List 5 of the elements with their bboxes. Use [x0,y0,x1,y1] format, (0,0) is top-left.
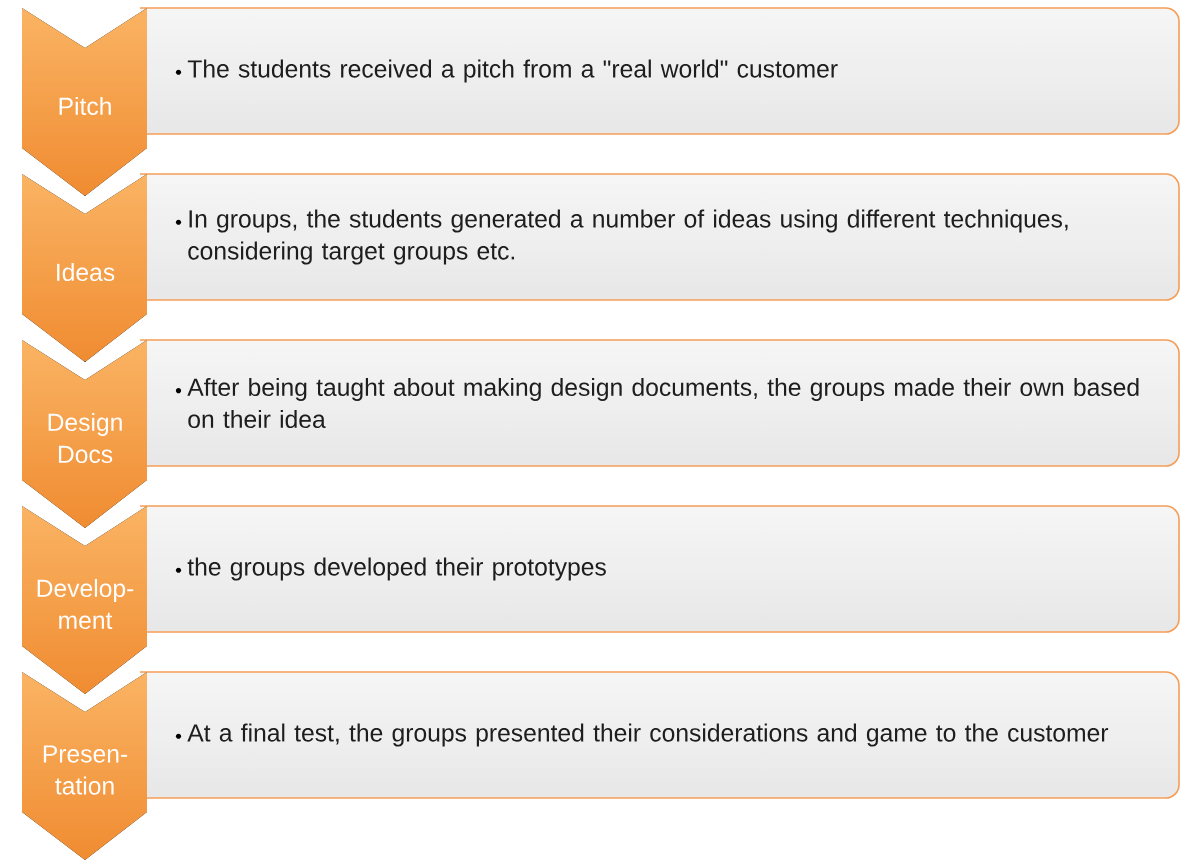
chevron-step: Presen- tation [22,672,147,860]
chevron-step: Pitch [22,8,147,196]
chevron-step: Develop- ment [22,506,147,694]
chevron-step: Design Docs [22,340,147,528]
chevron-step: Ideas [22,174,147,362]
